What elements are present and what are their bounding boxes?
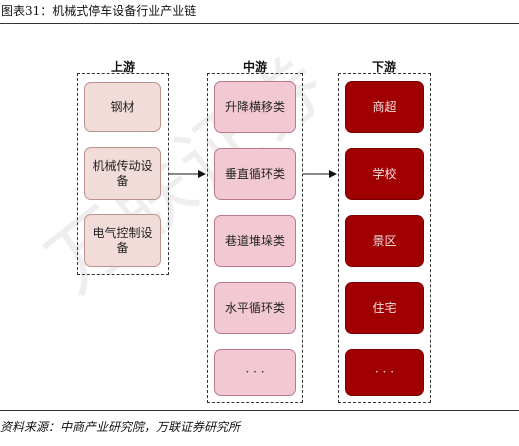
column-title-downstream: 下游 bbox=[371, 60, 397, 74]
downstream-node-mall: 商超 bbox=[345, 81, 424, 133]
downstream-node-school: 学校 bbox=[345, 148, 424, 200]
downstream-node-more: · · · bbox=[345, 349, 424, 396]
midstream-node-more: · · · bbox=[214, 349, 296, 396]
column-title-upstream: 上游 bbox=[110, 60, 136, 74]
upstream-node-electrical-control: 电气控制设备 bbox=[84, 214, 161, 267]
column-title-midstream: 中游 bbox=[242, 60, 268, 74]
downstream-node-scenic-area: 景区 bbox=[345, 215, 424, 267]
midstream-group bbox=[207, 73, 303, 403]
midstream-node-horizontal-circulation: 水平循环类 bbox=[214, 282, 296, 334]
upstream-node-mechanical-transmission: 机械传动设备 bbox=[84, 147, 161, 200]
upstream-node-steel: 钢材 bbox=[84, 82, 161, 132]
source-note: 资料来源：中商产业研究院，万联证券研究所 bbox=[0, 420, 241, 434]
downstream-node-residential: 住宅 bbox=[345, 282, 424, 334]
footer-divider bbox=[0, 410, 519, 411]
figure-title: 图表31：机械式停车设备行业产业链 bbox=[0, 0, 519, 24]
upstream-group bbox=[77, 73, 169, 275]
midstream-node-lift-shift: 升降横移类 bbox=[214, 81, 296, 133]
midstream-node-aisle-stacking: 巷道堆垛类 bbox=[214, 215, 296, 267]
downstream-group bbox=[338, 73, 431, 403]
midstream-node-vertical-circulation: 垂直循环类 bbox=[214, 148, 296, 200]
